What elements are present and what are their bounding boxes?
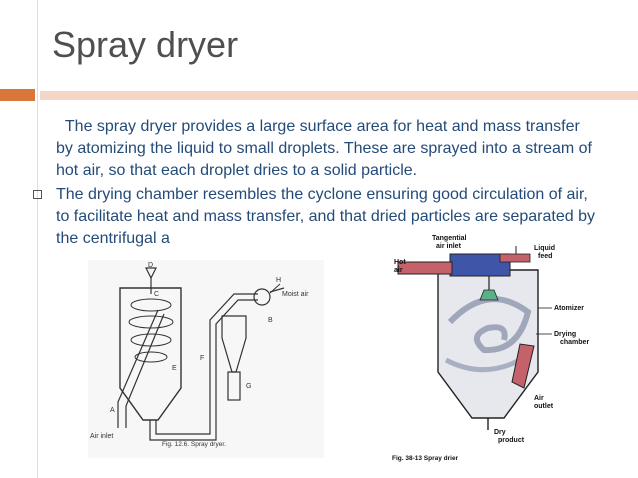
label-atomizer: Atomizer — [554, 305, 584, 312]
accent-divider — [40, 91, 638, 100]
label-hot-air: air — [394, 267, 403, 274]
bullet-checkbox-icon — [33, 190, 42, 199]
label-b: B — [268, 317, 273, 324]
intro-paragraph: The spray dryer provides a large surface… — [56, 116, 596, 182]
accent-block — [0, 89, 35, 101]
spray-dryer-schematic: D C H Moist air B F E G A Air inlet Fig.… — [88, 260, 324, 458]
label-air-inlet-tangential: air inlet — [436, 243, 462, 250]
label-h: H — [276, 277, 281, 284]
label-drying: Drying — [554, 331, 576, 338]
label-e: E — [172, 365, 177, 372]
label-moist-air: Moist air — [282, 291, 309, 298]
label-chamber: chamber — [560, 339, 589, 346]
figure-right-caption: Fig. 38-13 Spray drier — [392, 455, 459, 462]
intro-paragraph-text: The spray dryer provides a large surface… — [56, 118, 592, 179]
left-margin-rule — [37, 0, 38, 478]
slide-title: Spray dryer — [52, 24, 239, 65]
label-liquid: Liquid — [534, 245, 555, 252]
label-air: Air — [534, 395, 544, 402]
label-hot: Hot — [394, 259, 406, 266]
bullet-text: The drying chamber resembles the cyclone… — [56, 186, 595, 247]
label-dry: Dry — [494, 429, 506, 436]
spray-drier-illustration: Tangential air inlet Liquid feed Hot air… — [388, 232, 608, 468]
figure-left-caption: Fig. 12.6. Spray dryer. — [162, 441, 226, 448]
label-g: G — [246, 383, 251, 390]
label-outlet: outlet — [534, 403, 554, 410]
label-feed: feed — [538, 253, 552, 260]
label-d: D — [148, 262, 153, 269]
label-tangential: Tangential — [432, 235, 467, 242]
label-f: F — [200, 355, 204, 362]
label-c: C — [154, 291, 159, 298]
label-a: A — [110, 407, 115, 414]
label-air-inlet: Air inlet — [90, 433, 113, 440]
label-product: product — [498, 437, 525, 444]
